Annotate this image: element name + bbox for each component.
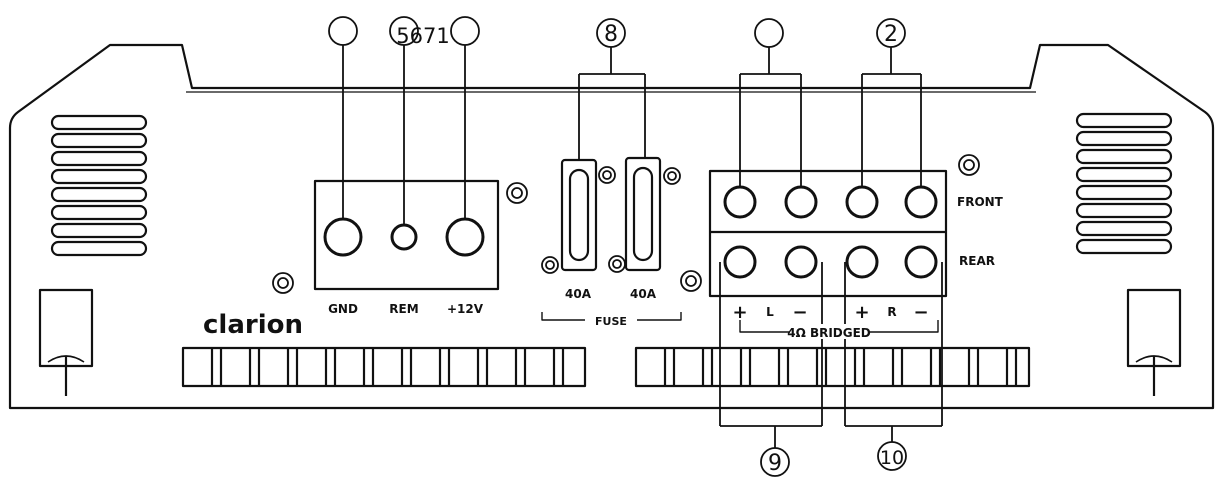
fuse-right xyxy=(624,156,662,272)
right-channel-label: R xyxy=(887,305,896,319)
screw-icon xyxy=(272,154,980,294)
power-terminal-block xyxy=(313,179,500,291)
callout-10: 10 xyxy=(880,447,904,469)
chassis-outline xyxy=(8,43,1215,410)
speaker-terminal-block xyxy=(708,169,948,298)
right-minus-label: − xyxy=(913,302,928,323)
rem-label: REM xyxy=(389,302,418,316)
v12-label: +12V xyxy=(447,302,484,316)
right-vent xyxy=(1075,112,1173,255)
right-plus-label: + xyxy=(854,302,869,323)
rear-terminals xyxy=(723,245,938,279)
callout-9: 9 xyxy=(768,451,782,476)
callout-5671: 5671 xyxy=(396,24,449,48)
rem-terminal xyxy=(390,223,418,251)
front-terminals xyxy=(723,185,938,219)
left-fins xyxy=(181,346,587,388)
left-channel-label: L xyxy=(766,305,774,319)
fuse-right-rating: 40A xyxy=(630,287,657,301)
right-fins xyxy=(634,346,1031,388)
fuse-left-rating: 40A xyxy=(565,287,592,301)
callout-2: 2 xyxy=(884,22,898,47)
left-minus-label: − xyxy=(792,302,807,323)
fuse-label: FUSE xyxy=(595,315,627,328)
top-callouts xyxy=(328,16,922,225)
bridged-label: 4Ω BRIDGED xyxy=(787,326,871,340)
gnd-terminal xyxy=(323,217,363,257)
v12-terminal xyxy=(445,217,485,257)
brand-logo: clarion xyxy=(203,310,303,340)
fuse-left xyxy=(560,158,598,272)
rear-label: REAR xyxy=(959,254,995,268)
front-label: FRONT xyxy=(957,195,1004,209)
left-plus-label: + xyxy=(732,302,747,323)
left-mount-bracket xyxy=(38,288,94,396)
callout-8: 8 xyxy=(604,22,618,47)
gnd-label: GND xyxy=(328,302,358,316)
bottom-callouts xyxy=(719,262,943,477)
right-mount-bracket xyxy=(1126,288,1182,396)
left-vent xyxy=(50,114,148,257)
